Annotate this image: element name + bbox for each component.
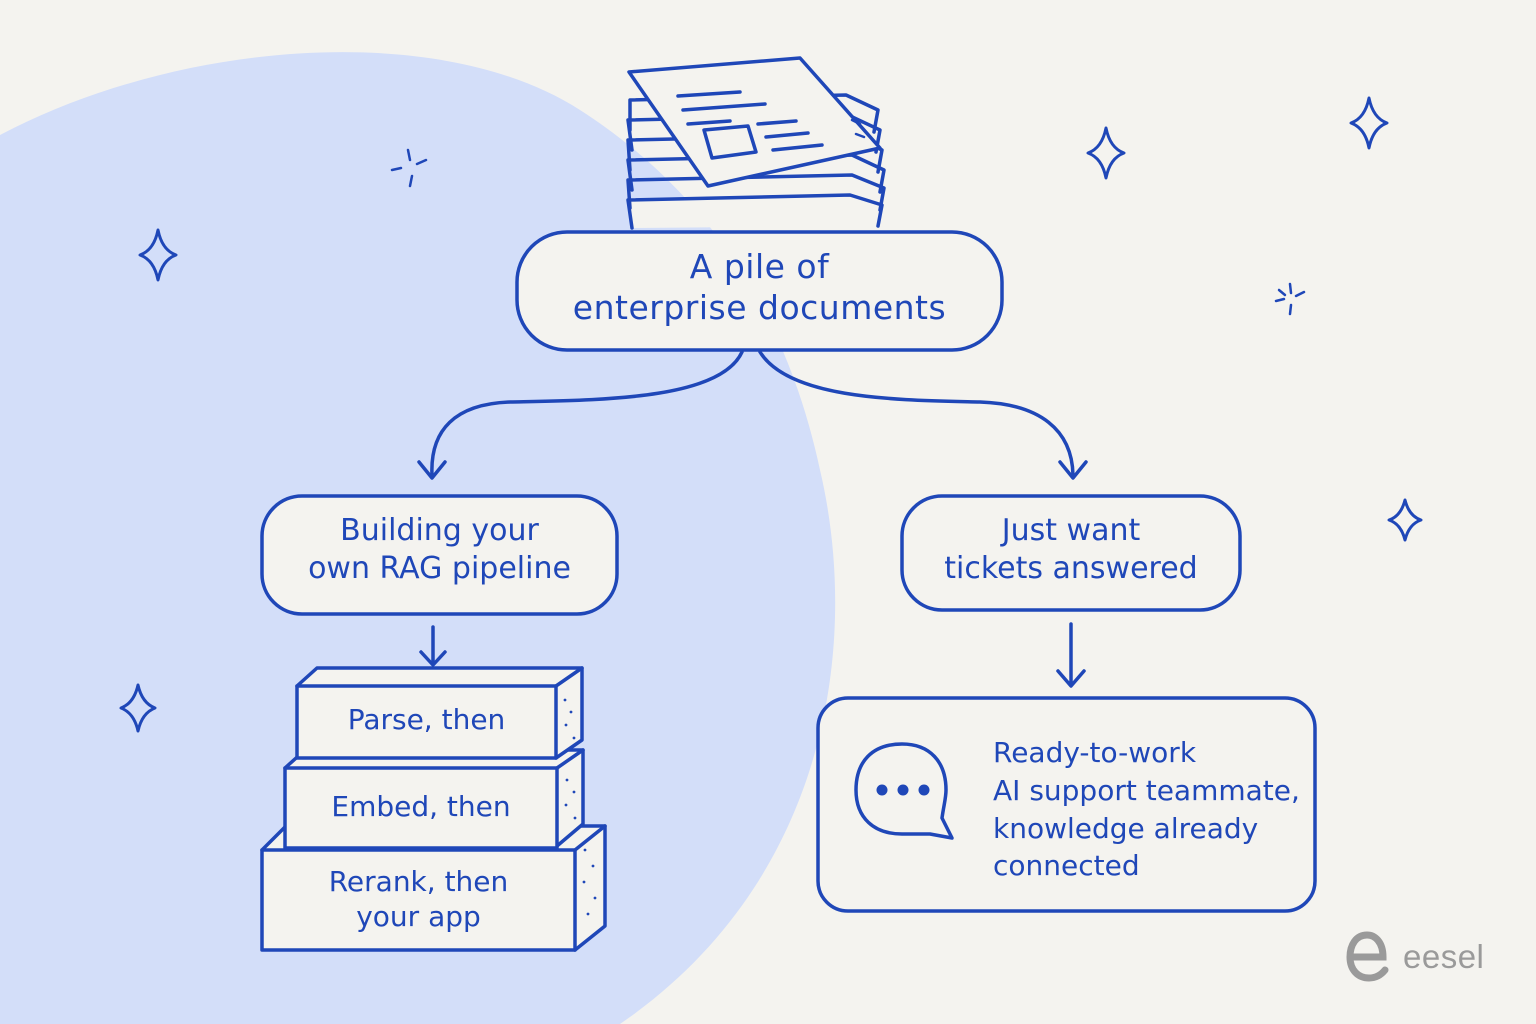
result-line-3: knowledge already <box>993 811 1259 845</box>
step-block-stack <box>260 666 607 952</box>
step-3-line-2: your app <box>356 900 481 933</box>
result-line-2: AI support teammate, <box>993 773 1300 807</box>
step-1-label: Parse, then <box>347 703 506 736</box>
result-line-4: connected <box>993 849 1140 883</box>
arrow-root-to-left <box>430 350 744 477</box>
eesel-logo-icon <box>1346 931 1389 982</box>
root-node <box>515 230 1004 352</box>
brand-name: eesel <box>1403 938 1485 975</box>
result-line-1: Ready-to-work <box>993 736 1197 769</box>
sparkle-icon <box>1274 282 1306 316</box>
left-branch-node <box>260 494 619 616</box>
arrow-right-to-result <box>1056 622 1086 688</box>
right-branch-label: Just want tickets answered <box>902 512 1240 587</box>
sparkle-icon <box>138 228 178 282</box>
result-label: Ready-to-work AI support teammate, knowl… <box>993 734 1300 885</box>
root-node-label: A pile of enterprise documents <box>517 246 1002 329</box>
root-line-1: A pile of <box>689 247 830 286</box>
sparkle-icon <box>1086 126 1126 180</box>
arrow-root-to-right <box>758 350 1075 477</box>
sparkle-icon <box>390 148 428 188</box>
right-branch-line-2: tickets answered <box>944 550 1198 586</box>
step-3-line-1: Rerank, then <box>328 865 509 898</box>
sparkle-icon <box>1349 96 1389 150</box>
step-3-label: Rerank, then your app <box>262 864 575 934</box>
sparkle-icon <box>119 683 157 733</box>
step-2-label: Embed, then <box>331 790 511 823</box>
root-line-2: enterprise documents <box>572 288 947 328</box>
document-stack-icon <box>626 56 886 230</box>
right-branch-line-1: Just want <box>1001 513 1141 548</box>
chat-bubble-icon <box>854 742 954 840</box>
sparkle-icon <box>1387 498 1423 542</box>
left-branch-line-2: own RAG pipeline <box>308 550 571 586</box>
left-branch-line-1: Building your <box>340 513 539 548</box>
arrow-left-to-steps <box>419 625 447 667</box>
right-branch-node <box>900 494 1242 612</box>
result-node <box>816 696 1317 913</box>
left-branch-label: Building your own RAG pipeline <box>262 512 617 587</box>
